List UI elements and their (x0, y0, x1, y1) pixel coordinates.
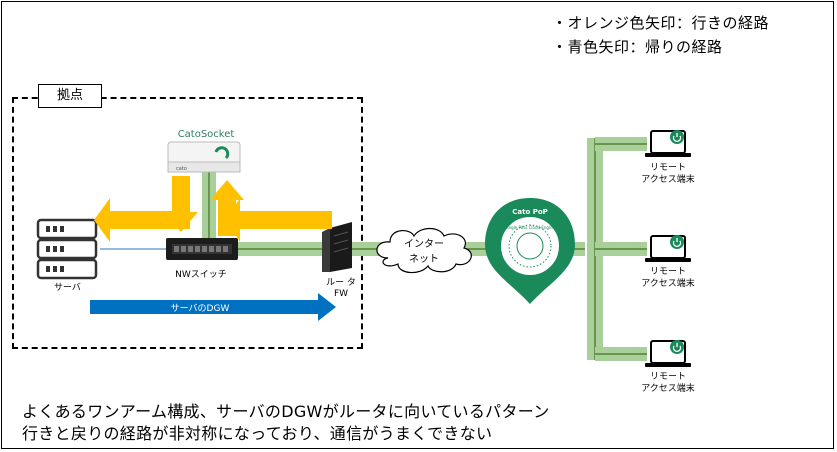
laptop-icon-bottom (645, 340, 691, 367)
catosocket-icon: CatoSocket cato (167, 129, 241, 173)
router-icon (322, 222, 352, 272)
switch-icon (166, 238, 238, 260)
legend-orange: ・オレンジ色矢印：行きの経路 (552, 14, 770, 32)
pop-label: Cato PoP (512, 208, 548, 216)
switch-label: NWスイッチ (175, 270, 227, 280)
catosocket-small-label: cato (176, 166, 187, 172)
catosocket-label: CatoSocket (178, 129, 235, 140)
internet-cloud-icon: インター ネット (376, 227, 472, 274)
pop-ring-label: Single Pass Cloud Engine (505, 225, 556, 230)
blue-arrow-dgw (90, 293, 336, 321)
server-icon (36, 218, 98, 280)
caption-line-1: よくあるワンアーム構成、サーバのDGWがルータに向いているパターン (22, 402, 550, 421)
dgw-label: サーバのDGW (171, 303, 230, 314)
server-label: サーバ (54, 283, 81, 293)
internet-label-1: インター (404, 238, 444, 250)
router-label-2: FW (333, 289, 349, 299)
legend-blue: ・青色矢印：帰りの経路 (552, 38, 723, 56)
remote-label-2b: アクセス端末 (641, 279, 695, 289)
remote-label-1a: リモート (649, 163, 686, 173)
remote-label-3b: アクセス端末 (641, 384, 695, 394)
remote-label-2a: リモート (649, 267, 686, 277)
remote-label-3a: リモート (649, 372, 686, 382)
remote-label-1b: アクセス端末 (641, 175, 695, 185)
cato-pop-icon: Cato PoP Single Pass Cloud Engine (485, 198, 575, 304)
caption-line-2: 行きと戻りの経路が非対称になっており、通信がうまくできない (22, 424, 493, 443)
site-label: 拠点 (38, 84, 102, 108)
site-boundary (12, 97, 363, 349)
laptop-icon-middle (645, 235, 691, 262)
internet-label-2: ネット (409, 253, 439, 265)
laptop-icon-top (645, 130, 691, 157)
orange-arrow-socket-up (210, 180, 244, 236)
router-label-1: ルー タ (326, 278, 356, 288)
orange-arrow-router-to-switch (226, 198, 332, 242)
orange-arrow-to-server (94, 198, 190, 242)
